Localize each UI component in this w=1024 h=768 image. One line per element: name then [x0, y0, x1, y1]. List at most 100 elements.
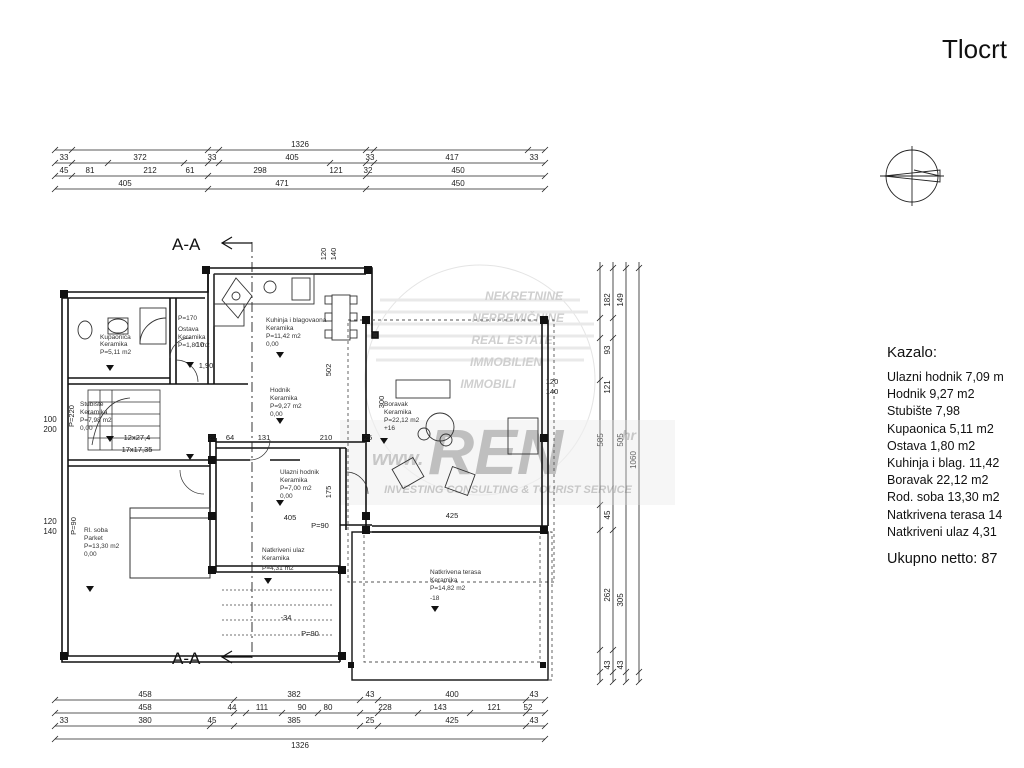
legend-item: Boravak 22,12 m2 [887, 473, 989, 488]
living-room-furniture [391, 379, 539, 497]
right-dimension-chains [596, 262, 643, 686]
inner-dim-1: 64 [226, 433, 234, 442]
dimension-tick [596, 678, 604, 686]
dim-top-r2-1: 81 [86, 166, 95, 175]
dimension-tick [374, 709, 382, 717]
dimension-tick [51, 146, 59, 154]
dim-top-r2-6: 32 [364, 166, 373, 175]
room-ulaz-name: Natkriveni ulaz [262, 547, 305, 554]
inner-dim-6: 425 [446, 511, 459, 520]
dimension-tick [541, 696, 549, 704]
inner-dim-10: 10 [196, 340, 204, 349]
room-hodnik-area: P=9,27 m2 [270, 403, 302, 410]
dimension-tick [414, 709, 422, 717]
dim-top-r2b-0: 450 [451, 166, 465, 175]
dim-bot-r3-1: 380 [138, 716, 152, 725]
inner-dim-2: 131 [258, 433, 271, 442]
dimension-tick [68, 159, 76, 167]
dim-bot-r1-1: 382 [287, 690, 301, 699]
dim-right-r1-1: 93 [603, 345, 612, 354]
dimension-tick [278, 709, 286, 717]
inner-dim-11: P=90 [311, 521, 329, 530]
inner-dim-14: P=90 [69, 517, 78, 535]
legend-item: Natkrivena terasa 14 [887, 507, 1003, 522]
kitchen-fixtures [213, 273, 358, 341]
room-ostava-name: Ostava [178, 326, 199, 333]
dimension-tick [230, 709, 238, 717]
room-ulazni-floor: Keramika [280, 477, 308, 484]
dimension-tick [522, 722, 530, 730]
legend-item: Kupaonica 5,11 m2 [887, 421, 994, 436]
dim-bot-overall: 1326 [291, 741, 309, 750]
level-markers [86, 352, 439, 612]
dimension-tick [635, 264, 643, 272]
bottom-dimension-chains [51, 696, 549, 743]
dimension-tick [596, 646, 604, 654]
dimension-tick [596, 376, 604, 384]
watermark-prefix: www. [372, 448, 423, 470]
inner-dim-16: 140 [329, 248, 338, 261]
dim-bot-r1-0: 458 [138, 690, 152, 699]
dimension-tick [326, 159, 334, 167]
dimension-tick [609, 264, 617, 272]
dim-bot-r2-8: 52 [524, 703, 533, 712]
dim-top-r3-0: 405 [118, 179, 132, 188]
dimension-tick [466, 709, 474, 717]
room-ostava-floor: Keramika [178, 334, 206, 341]
room-hodnik-floor: Keramika [270, 395, 298, 402]
dimension-tick [104, 159, 112, 167]
dimension-tick [374, 722, 382, 730]
dimension-tick [596, 526, 604, 534]
dim-top-r1-1: 372 [133, 153, 147, 162]
room-soba-floor: Parket [84, 535, 103, 542]
section-marker-top: A-A [172, 235, 252, 254]
room-kupaonica-area: P=5,11 m2 [100, 349, 132, 356]
dimension-tick [230, 722, 238, 730]
room-terasa-floor: Keramika [430, 577, 458, 584]
dimension-tick [596, 264, 604, 272]
inner-dim-0: 25 [208, 433, 216, 442]
dimension-tick [609, 668, 617, 676]
legend-item: Ulazni hodnik 7,09 m [887, 370, 1004, 384]
dim-right-r2-3: 43 [616, 660, 625, 669]
dimension-tick [541, 709, 549, 717]
room-ostava-area: P=1,80 m2 [178, 342, 210, 349]
dim-bot-r3-6: 43 [530, 716, 539, 725]
room-stubiste-area: P=7,98 m2 [80, 417, 112, 424]
dim-bot-r2-6: 143 [433, 703, 447, 712]
inner-dim-19: 17x17,35 [122, 445, 153, 454]
room-hodnik-level: 0,00 [270, 411, 283, 418]
room-stubiste-level: 0,00 [80, 425, 93, 432]
room-kuhinja-level: 0,00 [266, 341, 279, 348]
room-terasa-level: -18 [430, 595, 440, 602]
room-ulaz-area: P=4,31 m2 [262, 565, 294, 572]
dim-right-r2-1: 505 [616, 433, 625, 447]
legend-item: Hodnik 9,27 m2 [887, 387, 975, 402]
legend-title: Kazalo: [887, 344, 938, 361]
dimension-tick [541, 735, 549, 743]
legend-list: Ulazni hodnik 7,09 m Hodnik 9,27 m2 Stub… [887, 369, 1024, 541]
dimension-tick [362, 159, 370, 167]
dim-bot-r1-3: 400 [445, 690, 459, 699]
room-boravak-name: Boravak [384, 401, 409, 408]
dimension-tick [541, 722, 549, 730]
dim-right-r1-5: 43 [603, 660, 612, 669]
room-boravak-floor: Keramika [384, 409, 412, 416]
room-boravak-level: +16 [384, 425, 395, 432]
dim-bot-r3-3: 385 [287, 716, 301, 725]
dimension-tick [362, 146, 370, 154]
room-ostava-note: P=170 [178, 315, 197, 322]
legend-item: Rod. soba 13,30 m2 [887, 490, 1000, 505]
dim-top-r1-0: 33 [60, 153, 69, 162]
dimension-tick [370, 146, 378, 154]
room-ulaz-floor: Keramika [262, 555, 290, 562]
dim-top-r3-1: 471 [275, 179, 289, 188]
dim-bot-r2-3: 90 [298, 703, 307, 712]
dimension-tick [206, 722, 214, 730]
room-kupaonica-name: Kupaonica [100, 334, 131, 341]
top-dimension-chains [51, 146, 549, 193]
legend-item: Ostava 1,80 m2 [887, 438, 976, 453]
dim-top-r1-3: 405 [285, 153, 299, 162]
watermark-line-4: IMMOBILIEN [470, 355, 542, 369]
dimension-tick [596, 668, 604, 676]
